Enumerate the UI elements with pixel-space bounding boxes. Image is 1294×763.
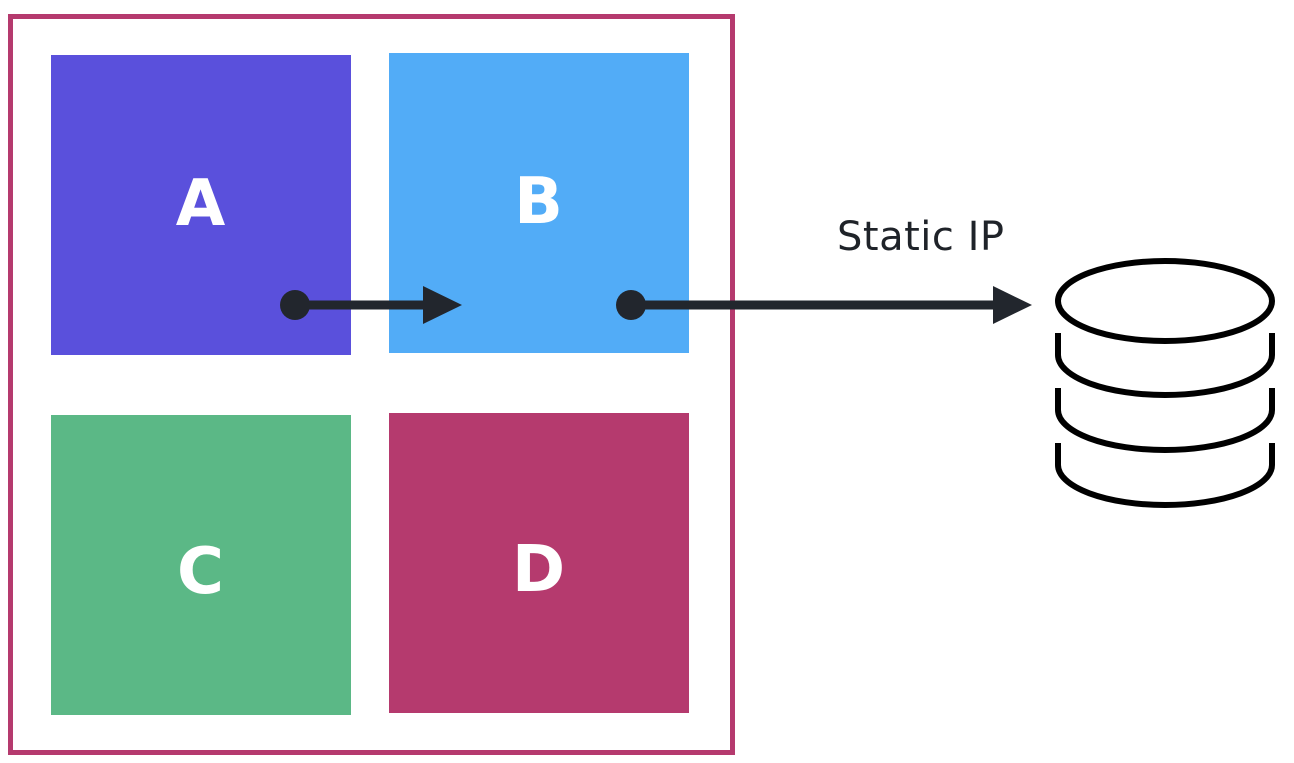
edge-a-to-b-arrowhead: [423, 286, 462, 324]
node-c-label: C: [177, 535, 225, 609]
node-c: C: [51, 415, 351, 715]
edge-a-to-b: [280, 286, 462, 324]
cluster-group-box: [8, 14, 735, 755]
edge-label-static-ip: Static IP: [837, 214, 1005, 260]
edge-b-to-database-arrowhead: [993, 286, 1032, 324]
node-d: D: [389, 413, 689, 713]
edge-b-to-database: [616, 286, 1032, 324]
node-b-label: B: [514, 165, 564, 239]
node-d-label: D: [511, 533, 567, 607]
database-icon: [1055, 258, 1275, 508]
node-a-label: A: [175, 167, 227, 241]
